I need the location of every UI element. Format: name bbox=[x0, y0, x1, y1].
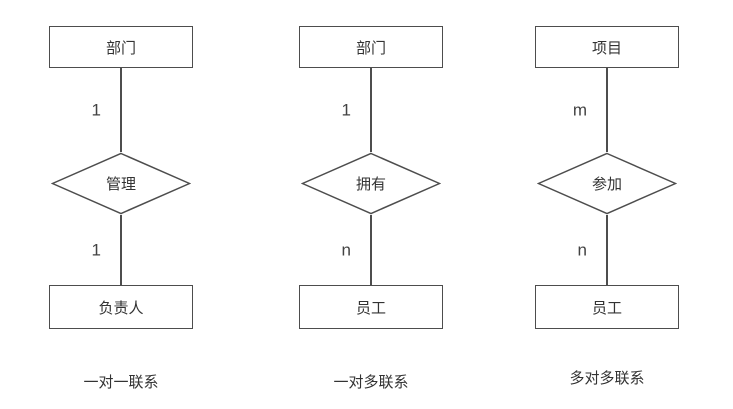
connector-line bbox=[120, 68, 122, 152]
diagram-caption: 一对多联系 bbox=[333, 374, 409, 391]
diagram-caption: 多对多联系 bbox=[569, 370, 645, 387]
diamond-shape bbox=[51, 152, 191, 215]
diagram-caption: 一对一联系 bbox=[83, 374, 159, 391]
connector-bottom: n bbox=[535, 215, 679, 285]
entity-label: 员工 bbox=[591, 299, 622, 317]
cardinality-label-bottom: 1 bbox=[91, 240, 101, 260]
entity-box-top[interactable]: 部门 bbox=[49, 26, 193, 68]
cardinality-label-top: m bbox=[572, 100, 587, 120]
entity-label: 部门 bbox=[105, 39, 136, 57]
connector-top: 1 bbox=[49, 68, 193, 152]
cardinality-label-bottom: n bbox=[341, 240, 351, 260]
entity-box-bottom[interactable]: 员工 bbox=[299, 285, 443, 329]
connector-line bbox=[606, 215, 608, 285]
diamond-shape bbox=[537, 152, 677, 215]
relationship-label: 管理 bbox=[105, 176, 136, 193]
entity-box-top[interactable]: 部门 bbox=[299, 26, 443, 68]
connector-line bbox=[370, 215, 372, 285]
connector-top: 1 bbox=[299, 68, 443, 152]
diamond-shape bbox=[301, 152, 441, 215]
diagram-one-to-one: 部门 1 管理 1 负责人 一对一联系 bbox=[49, 26, 193, 392]
connector-top: m bbox=[535, 68, 679, 152]
entity-label: 员工 bbox=[355, 299, 386, 317]
relationship-label: 参加 bbox=[591, 176, 622, 193]
connector-line bbox=[120, 215, 122, 285]
cardinality-label-top: 1 bbox=[341, 100, 351, 120]
relationship-diamond[interactable]: 管理 bbox=[51, 152, 191, 215]
relationship-diamond[interactable]: 参加 bbox=[537, 152, 677, 215]
relationship-diamond[interactable]: 拥有 bbox=[301, 152, 441, 215]
connector-line bbox=[606, 68, 608, 152]
cardinality-label-top: 1 bbox=[91, 100, 101, 120]
connector-line bbox=[370, 68, 372, 152]
connector-bottom: 1 bbox=[49, 215, 193, 285]
entity-box-bottom[interactable]: 员工 bbox=[535, 285, 679, 329]
cardinality-label-bottom: n bbox=[577, 240, 587, 260]
entity-label: 部门 bbox=[355, 39, 386, 57]
diagram-one-to-many: 部门 1 拥有 n 员工 一对多联系 bbox=[299, 26, 443, 392]
relationship-label: 拥有 bbox=[355, 176, 386, 193]
connector-bottom: n bbox=[299, 215, 443, 285]
entity-box-top[interactable]: 项目 bbox=[535, 26, 679, 68]
diagram-many-to-many: 项目 m 参加 n 员工 多对多联系 bbox=[535, 26, 679, 388]
entity-box-bottom[interactable]: 负责人 bbox=[49, 285, 193, 329]
entity-label: 负责人 bbox=[98, 299, 144, 317]
entity-label: 项目 bbox=[591, 39, 622, 57]
